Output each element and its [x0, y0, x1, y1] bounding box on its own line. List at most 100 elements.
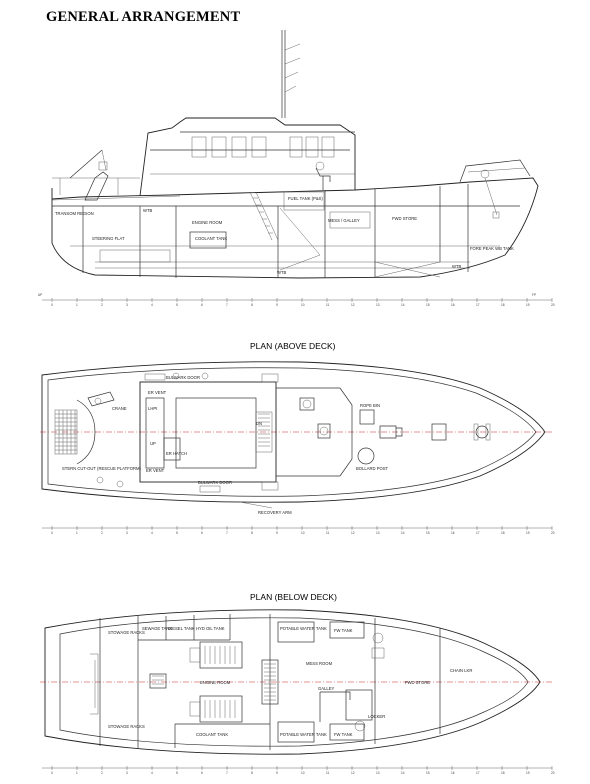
label-er-vent-bot: ER VENT — [146, 468, 165, 473]
label-steering-flat: STEERING FLAT — [92, 236, 125, 241]
label-recovery-arm: RECOVERY ARM — [258, 510, 292, 515]
scale-tick-label: 9 — [276, 771, 278, 775]
scale-tick-label: 20 — [551, 303, 555, 307]
label-bulwark-door-bot: BULWARK DOOR — [198, 480, 232, 485]
scale-tick-label: 12 — [351, 303, 355, 307]
label-fw-tank-top: FW TANK — [334, 628, 353, 633]
scale-tick-label: 0 — [51, 303, 53, 307]
scale-tick-label: 10 — [301, 531, 305, 535]
scale-tick-label: 15 — [426, 531, 430, 535]
scale-tick-label: 17 — [476, 771, 480, 775]
label-wtb-2: WTB — [277, 270, 287, 275]
label-chain-locker: CHAIN LKR — [450, 668, 472, 673]
scale-tick-label: 20 — [551, 771, 555, 775]
scale-tick-label: 3 — [126, 303, 128, 307]
label-coolant-tank-below: COOLANT TANK — [196, 732, 228, 737]
scale-tick-label: 19 — [526, 771, 530, 775]
label-bulwark-door-top: BULWARK DOOR — [166, 375, 200, 380]
scale-tick-label: 8 — [251, 771, 253, 775]
scale-tick-label: 2 — [101, 531, 103, 535]
scale-tick-label: 10 — [301, 303, 305, 307]
scale-tick-label: 4 — [151, 303, 153, 307]
label-potable-water-bot: POTABLE WATER TANK — [280, 732, 327, 737]
scale-tick-label: 2 — [101, 303, 103, 307]
scale-tick-label: 16 — [451, 531, 455, 535]
scale-tick-label: 0 — [51, 771, 53, 775]
scale-tick-label: 12 — [351, 771, 355, 775]
elevation-view: TRANSOM REGION STEERING FLAT WTB ENGINE … — [51, 30, 539, 279]
scale-tick-label: 5 — [176, 303, 178, 307]
label-lhpi: LHPI — [148, 406, 157, 411]
label-bollard: BOLLARD POST — [356, 466, 389, 471]
label-rope-bin: ROPE BIN — [360, 403, 380, 408]
label-fwd-store-below: FWD STORE — [405, 680, 430, 685]
scale-tick-label: 14 — [401, 303, 405, 307]
scale-tick-label: 10 — [301, 771, 305, 775]
scale-tick-label: 1 — [76, 303, 78, 307]
scale-tick-label: 4 — [151, 531, 153, 535]
scale-tick-label: 11 — [326, 303, 330, 307]
label-fore-peak: FORE PEAK WB TANK — [470, 246, 514, 251]
scale-tick-label: 6 — [201, 771, 203, 775]
label-mess-galley: MESS / GALLEY — [328, 218, 360, 223]
label-engine-room: ENGINE ROOM — [192, 220, 223, 225]
plan-below-view: STOWAGE RACKS SEWAGE TANK DIESEL TANK HY… — [40, 609, 552, 755]
scale-tick-label: 13 — [376, 531, 380, 535]
label-wtb-1: WTB — [143, 208, 153, 213]
scale-tick-label: 15 — [426, 771, 430, 775]
label-fw-tank-bot: FW TANK — [334, 732, 353, 737]
scale-tick-label: 8 — [251, 531, 253, 535]
scale-tick-label: 9 — [276, 303, 278, 307]
scale-ap-label: AP — [38, 293, 42, 297]
engine-starboard — [199, 695, 243, 723]
label-locker: LOCKER — [368, 714, 385, 719]
scale-fp-label: FP — [532, 293, 536, 297]
scale-tick-label: 6 — [201, 303, 203, 307]
label-fwd-store: FWD STORE — [392, 216, 417, 221]
elevation-crane — [84, 171, 109, 201]
scale-tick-label: 3 — [126, 771, 128, 775]
plan-above-crane — [87, 391, 115, 407]
plan-above-view: BULWARK DOOR CRANE LHPI ER VENT ROPE BIN… — [40, 361, 552, 515]
scale-tick-label: 11 — [326, 531, 330, 535]
label-up: UP — [150, 441, 156, 446]
scale-tick-label: 18 — [501, 771, 505, 775]
scale-tick-label: 8 — [251, 303, 253, 307]
label-crane: CRANE — [112, 406, 127, 411]
scale-tick-label: 7 — [226, 303, 228, 307]
scale-tick-label: 19 — [526, 303, 530, 307]
scale-tick-label: 18 — [501, 531, 505, 535]
label-fuel-tank: FUEL TANK (P&S) — [288, 196, 323, 201]
scale-tick-label: 16 — [451, 303, 455, 307]
scale-tick-label: 0 — [51, 531, 53, 535]
scale-tick-label: 13 — [376, 771, 380, 775]
scale-tick-label: 17 — [476, 531, 480, 535]
scale-tick-label: 17 — [476, 303, 480, 307]
scale-tick-label: 14 — [401, 531, 405, 535]
scale-tick-label: 3 — [126, 531, 128, 535]
scale-tick-label: 5 — [176, 771, 178, 775]
elevation-wheelhouse — [139, 117, 356, 197]
scale-tick-label: 20 — [551, 531, 555, 535]
label-stern-cutout: STERN CUT-OUT (RESCUE PLATFORM) — [62, 466, 142, 471]
plan-above-title: PLAN (ABOVE DECK) — [250, 341, 336, 351]
scale-tick-label: 6 — [201, 531, 203, 535]
plan-above-deckhouse — [139, 381, 277, 483]
scale-tick-label: 13 — [376, 303, 380, 307]
scale-tick-label: 5 — [176, 531, 178, 535]
label-hyd-oil-tank: HYD OIL TANK — [196, 626, 225, 631]
scale-tick-label: 1 — [76, 531, 78, 535]
label-er-hatch: ER HATCH — [166, 451, 187, 456]
scale-tick-label: 2 — [101, 771, 103, 775]
label-potable-water-top: POTABLE WATER TANK — [280, 626, 327, 631]
scale-tick-label: 4 — [151, 771, 153, 775]
scale-tick-label: 11 — [326, 771, 330, 775]
plan-above-deck-outline — [41, 361, 546, 503]
label-coolant-tank: COOLANT TANK — [195, 236, 227, 241]
scale-tick-label: 18 — [501, 303, 505, 307]
label-transom: TRANSOM REGION — [55, 211, 94, 216]
